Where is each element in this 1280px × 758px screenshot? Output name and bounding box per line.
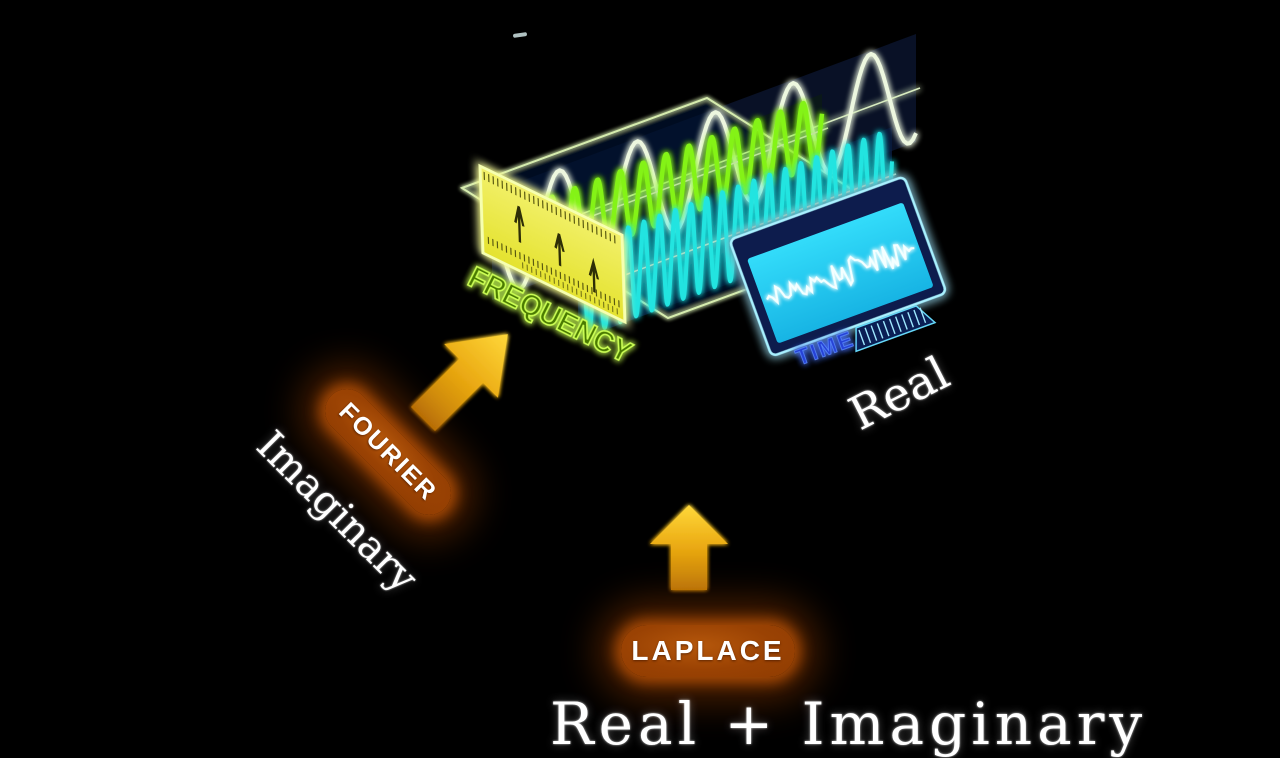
spectrum-spike-1 [514,205,525,244]
frequency-bottom-ruler [487,236,620,308]
frequency-panel-face [478,163,627,325]
spectrum-spikes [514,205,600,294]
small-highlight-dash [513,32,527,38]
frequency-panel [478,163,627,325]
fourier-laplace-diagram: FREQUENCY TIME FOURIER LAPLACE Imaginary… [247,32,1143,758]
spectrum-spike-3 [588,257,600,294]
spectrum-spike-2 [554,233,565,267]
laplace-badge-label: LAPLACE [631,635,785,666]
time-screen [747,203,933,343]
real-plus-imaginary-label: Real + Imaginary [550,690,1148,758]
time-waveform [766,243,915,306]
monitor-stand-stripes [858,307,927,346]
sine-wave-mid [543,100,829,263]
laplace-badge: LAPLACE [621,625,795,677]
transform-scene: FREQUENCY TIME [410,32,947,590]
frequency-top-ruler [483,171,616,244]
laplace-arrow [650,505,728,590]
fourier-arrow [410,334,508,432]
time-monitor: TIME [729,176,947,371]
frequency-bottom-ruler-2 [522,262,618,315]
